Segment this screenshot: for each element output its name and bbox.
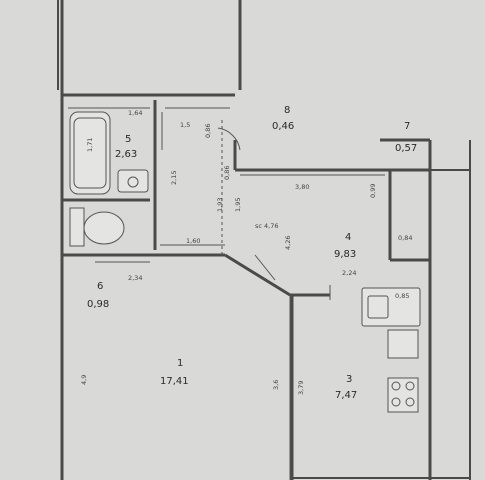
- dim-label: 2,15: [170, 171, 178, 185]
- walls: [57, 0, 471, 480]
- room-8-area: 0,46: [272, 121, 294, 132]
- room-6-area: 0,98: [87, 299, 109, 310]
- room-1-area: 17,41: [160, 376, 189, 387]
- dimension-lines: [68, 107, 385, 480]
- dim-label: 1,64: [128, 109, 142, 117]
- bathtub: [69, 111, 111, 195]
- kitchen-sink: [361, 287, 421, 327]
- room-7-number: 7: [404, 121, 410, 132]
- dim-label: 2,34: [128, 274, 142, 282]
- dim-label: 3,79: [297, 381, 305, 395]
- dim-label: 0,84: [398, 234, 412, 242]
- dim-label: 1,93: [216, 198, 224, 212]
- room-8-number: 8: [284, 105, 290, 116]
- kitchen-cabinet: [387, 329, 419, 359]
- dim-label: 2,24: [342, 269, 356, 277]
- room-4-number: 4: [345, 232, 351, 243]
- room-4-area: 9,83: [334, 249, 356, 260]
- sink-bath: [117, 169, 149, 193]
- dim-label: 1,5: [180, 121, 190, 129]
- dim-label: 0,86: [223, 166, 231, 180]
- dim-label: 3,6: [272, 380, 280, 390]
- room-1-number: 1: [177, 358, 183, 369]
- toilet: [69, 207, 125, 247]
- dim-label: 0,85: [395, 292, 409, 300]
- dim-label: 1,95: [234, 198, 242, 212]
- room-7-area: 0,57: [395, 143, 417, 154]
- dim-label: 1,60: [186, 237, 200, 245]
- dim-label: 4,26: [284, 236, 292, 250]
- dim-label: sc 4,76: [255, 222, 279, 230]
- room-3-area: 7,47: [335, 390, 357, 401]
- room-3-number: 3: [346, 374, 352, 385]
- stove: [387, 377, 419, 413]
- dim-label: 0,99: [369, 184, 377, 198]
- room-6-number: 6: [97, 281, 103, 292]
- door-swing-marks: [161, 112, 331, 300]
- dim-label: 0,86: [204, 124, 212, 138]
- dim-label: 4,9: [80, 375, 88, 385]
- room-5-area: 2,63: [115, 149, 137, 160]
- dim-label: 1,71: [86, 138, 94, 152]
- dim-label: 3,80: [295, 183, 309, 191]
- room-5-number: 5: [125, 134, 131, 145]
